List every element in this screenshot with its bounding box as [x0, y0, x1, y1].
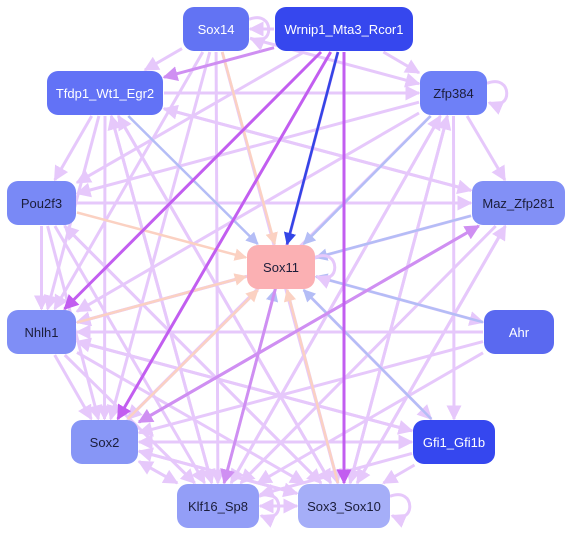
node-gfi1-gfi1b[interactable]: Gfi1_Gfi1b — [413, 420, 495, 464]
edge-ahr-to-klf16 — [256, 351, 484, 485]
node-sox2[interactable]: Sox2 — [71, 420, 138, 464]
node-label: Wrnip1_Mta3_Rcor1 — [284, 21, 404, 37]
self-loop-zfp384 — [486, 80, 509, 115]
node-pou2f3[interactable]: Pou2f3 — [7, 181, 76, 225]
node-label: Gfi1_Gfi1b — [422, 434, 486, 450]
node-wrnip1-mta3-rcor1[interactable]: Wrnip1_Mta3_Rcor1 — [275, 7, 413, 51]
edge-maz-to-tfdp1 — [162, 104, 472, 192]
node-label: Ahr — [508, 324, 530, 340]
edge-sox14-to-klf16 — [210, 51, 226, 485]
edge-wrnip1-to-tfdp1 — [162, 46, 275, 81]
node-label: Tfdp1_Wt1_Egr2 — [55, 85, 155, 101]
self-loops-layer — [248, 16, 509, 528]
edge-sox3-to-sox2 — [137, 447, 298, 495]
edge-gfi1-to-sox11 — [302, 289, 433, 420]
edge-klf16-to-sox2 — [137, 460, 178, 485]
edge-gfi1-to-nhlh1 — [75, 337, 413, 433]
edge-wrnip1-to-zfp384 — [382, 50, 421, 75]
edge-nhlh1-to-sox2 — [53, 354, 93, 421]
node-label: Sox3_Sox10 — [307, 498, 381, 514]
edge-klf16-to-zfp384 — [229, 114, 442, 484]
edge-zfp384-to-sox11 — [302, 115, 432, 245]
node-label: Maz_Zfp281 — [482, 195, 555, 211]
edge-sox3-to-maz — [355, 224, 507, 484]
edge-sox14-to-sox11 — [221, 51, 278, 246]
edge-zfp384-to-nhlh1 — [75, 111, 420, 313]
node-label: Nhlh1 — [24, 324, 59, 340]
self-loop-sox14 — [248, 16, 271, 51]
self-loop-sox3 — [389, 493, 412, 528]
node-sox3-sox10[interactable]: Sox3_Sox10 — [298, 484, 390, 528]
edge-ahr-to-sox2 — [137, 340, 484, 437]
edge-ahr-to-sox11 — [314, 273, 484, 324]
edges-layer — [34, 21, 507, 514]
edge-nhlh1-to-sox11 — [76, 273, 248, 324]
edge-tfdp1-to-pou2f3 — [53, 115, 93, 182]
node-label: Pou2f3 — [20, 195, 63, 211]
node-nhlh1[interactable]: Nhlh1 — [7, 310, 76, 354]
node-maz-zfp281[interactable]: Maz_Zfp281 — [472, 181, 565, 225]
node-sox14[interactable]: Sox14 — [183, 7, 249, 51]
node-zfp384[interactable]: Zfp384 — [420, 71, 487, 115]
edge-sox14-to-tfdp1 — [143, 47, 183, 72]
edge-wrnip1-to-nhlh1 — [63, 50, 323, 311]
node-label: Klf16_Sp8 — [188, 498, 248, 514]
edge-sox2-to-maz — [138, 224, 480, 424]
edge-wrnip1-to-sox2 — [116, 51, 332, 421]
node-tfdp1-wt1-egr2[interactable]: Tfdp1_Wt1_Egr2 — [47, 71, 163, 115]
node-ahr[interactable]: Ahr — [484, 310, 554, 354]
edge-sox3-to-sox11 — [283, 288, 340, 484]
node-klf16-sp8[interactable]: Klf16_Sp8 — [177, 484, 259, 528]
node-label: Zfp384 — [433, 85, 474, 101]
edge-maz-to-sox11 — [314, 214, 472, 261]
edge-gfi1-to-sox3 — [382, 463, 416, 485]
edge-sox2-to-sox11 — [126, 289, 259, 420]
node-label: Sox11 — [263, 259, 299, 275]
node-sox11[interactable]: Sox11 — [247, 245, 315, 289]
edge-pou2f3-to-sox11 — [76, 211, 248, 261]
node-label: Sox2 — [89, 434, 120, 450]
node-label: Sox14 — [197, 21, 235, 37]
self-loop-klf16 — [258, 493, 281, 528]
edge-wrnip1-to-sox11 — [283, 51, 340, 246]
edge-sox3-to-tfdp1 — [117, 114, 332, 484]
self-loop-sox11 — [314, 254, 337, 289]
edge-zfp384-to-maz — [465, 115, 507, 182]
